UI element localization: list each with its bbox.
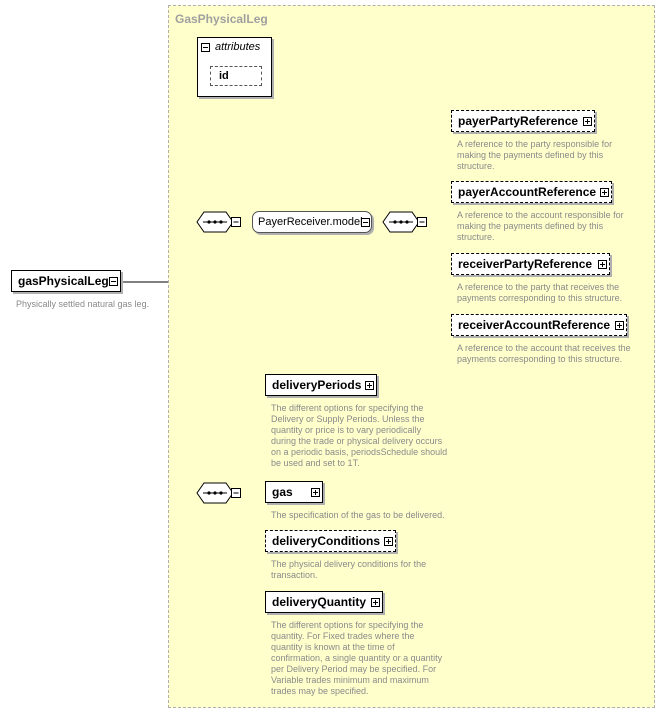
doc-line: The different options for specifying the: [271, 620, 424, 630]
element-payerAccountReference[interactable]: payerAccountReference: [451, 181, 612, 203]
root-element-label: gasPhysicalLeg: [18, 274, 109, 288]
attributes-box: attributes id: [197, 37, 272, 97]
doc-line: A reference to the party that receives t…: [457, 282, 620, 292]
element-label: payerPartyReference: [458, 114, 579, 128]
element-doc: The physical delivery conditions for the…: [271, 559, 461, 581]
collapse-icon[interactable]: [361, 218, 370, 227]
element-payerPartyReference[interactable]: payerPartyReference: [451, 110, 595, 132]
collapse-icon[interactable]: [109, 277, 118, 286]
element-label: deliveryQuantity: [272, 595, 367, 609]
sequence-compositor[interactable]: [196, 481, 242, 505]
element-label: deliveryPeriods: [272, 378, 362, 392]
element-receiverPartyReference[interactable]: receiverPartyReference: [451, 253, 610, 275]
doc-line: transaction.: [271, 570, 318, 580]
element-deliveryConditions[interactable]: deliveryConditions: [265, 530, 396, 552]
doc-line: The physical delivery conditions for the: [271, 559, 427, 569]
model-group-label: PayerReceiver.model: [258, 216, 363, 228]
doc-line: confirmation, a single quantity or a qua…: [271, 653, 443, 663]
doc-line: making the payments defined by this: [457, 150, 604, 160]
attributes-label: attributes: [215, 41, 261, 53]
element-label: payerAccountReference: [458, 185, 597, 199]
element-gas[interactable]: gas: [265, 481, 323, 503]
doc-line: quantity. For Fixed trades where the: [271, 631, 415, 641]
doc-line: structure.: [457, 161, 495, 171]
element-doc: A reference to the account responsible f…: [457, 210, 647, 243]
expand-icon[interactable]: [311, 488, 320, 497]
doc-line: be used and set to 1T.: [271, 458, 360, 468]
root-doc: Physically settled natural gas leg.: [16, 299, 150, 309]
element-doc: The different options for specifying the…: [271, 620, 461, 697]
expand-icon[interactable]: [371, 598, 380, 607]
expand-icon[interactable]: [384, 537, 393, 546]
doc-line: Delivery or Supply Periods. Unless the: [271, 414, 425, 424]
doc-line: payments corresponding to this structure…: [457, 354, 623, 364]
element-label: receiverAccountReference: [458, 318, 611, 332]
doc-line: structure.: [457, 232, 495, 242]
doc-line: The specification of the gas to be deliv…: [271, 510, 445, 520]
element-doc: A reference to the party that receives t…: [457, 282, 647, 304]
doc-line: per Delivery Period may be specified. Fo…: [271, 664, 437, 674]
choice-compositor[interactable]: [382, 210, 428, 234]
element-doc: A reference to the account that receives…: [457, 343, 647, 365]
element-doc: The specification of the gas to be deliv…: [271, 510, 461, 521]
doc-line: quantity is known at the time of: [271, 642, 395, 652]
expand-icon[interactable]: [598, 260, 607, 269]
expand-icon[interactable]: [615, 321, 624, 330]
doc-line: making the payments defined by this: [457, 221, 604, 231]
doc-line: quantity or price is to vary periodicall…: [271, 425, 422, 435]
expand-icon[interactable]: [583, 117, 592, 126]
attribute-id[interactable]: id: [210, 66, 262, 86]
element-deliveryQuantity[interactable]: deliveryQuantity: [265, 591, 383, 613]
element-label: gas: [272, 485, 293, 499]
doc-line: The different options for specifying the: [271, 403, 424, 413]
model-group-payerreceiver[interactable]: PayerReceiver.model: [252, 211, 372, 233]
element-deliveryPeriods[interactable]: deliveryPeriods: [265, 374, 377, 396]
doc-line: during the trade or physical delivery oc…: [271, 436, 443, 446]
collapse-icon[interactable]: [201, 43, 210, 52]
doc-line: on a periodic basis, periodsSchedule sho…: [271, 447, 448, 457]
type-box-title: GasPhysicalLeg: [175, 12, 268, 26]
element-doc: A reference to the party responsible for…: [457, 139, 647, 172]
doc-line: A reference to the party responsible for: [457, 139, 613, 149]
doc-line: A reference to the account that receives…: [457, 343, 631, 353]
doc-line: trades may be specified.: [271, 686, 369, 696]
doc-line: A reference to the account responsible f…: [457, 210, 624, 220]
expand-icon[interactable]: [600, 188, 609, 197]
attribute-id-label: id: [219, 70, 229, 82]
expand-icon[interactable]: [365, 381, 374, 390]
element-label: deliveryConditions: [272, 534, 381, 548]
root-element-gasPhysicalLeg[interactable]: gasPhysicalLeg: [11, 270, 121, 292]
element-label: receiverPartyReference: [458, 257, 593, 271]
doc-line: payments corresponding to this structure…: [457, 293, 623, 303]
element-receiverAccountReference[interactable]: receiverAccountReference: [451, 314, 627, 336]
element-doc: The different options for specifying the…: [271, 403, 461, 469]
doc-line: Variable trades minimum and maximum: [271, 675, 429, 685]
choice-compositor[interactable]: [196, 210, 242, 234]
